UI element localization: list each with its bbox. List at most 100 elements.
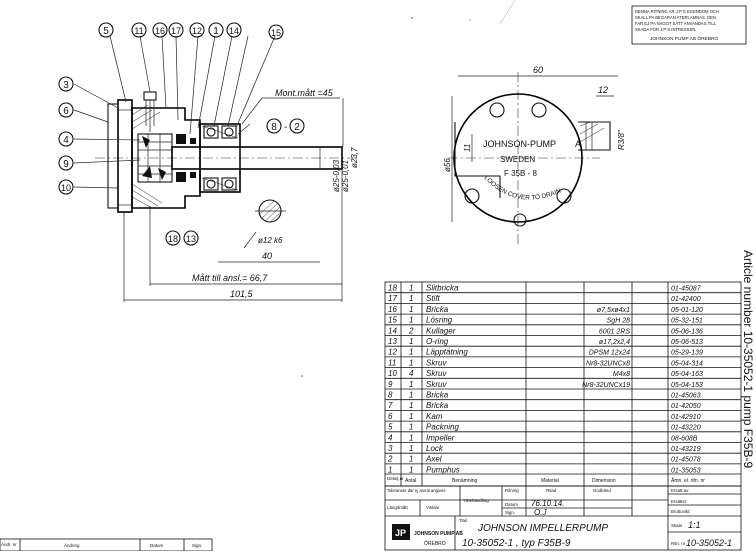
balloon-4: 4: [58, 131, 74, 147]
dim-matt-anslut: Mått till ansl.= 66,7: [192, 273, 268, 283]
part-pos: 6: [388, 412, 393, 421]
ball-bearings: [201, 125, 239, 191]
part-qty: 1: [409, 294, 413, 303]
dim-shaft-dia-b: ø25-0,01: [341, 160, 350, 192]
balloon-17: 17: [168, 22, 184, 38]
front-view: JOHNSON-PUMP A SWEDEN F 35B - 8 LOOSEN C…: [443, 65, 626, 246]
section-view: [95, 91, 360, 223]
part-pos: 12: [388, 348, 397, 357]
header-benamning: Benämning: [452, 478, 478, 484]
part-qty: 1: [409, 316, 413, 325]
part-order: 01-45063: [671, 393, 701, 400]
housing-hatch: [131, 104, 163, 209]
part-name: Skruv: [426, 369, 447, 378]
part-name: Pumphus: [426, 465, 460, 474]
ritning-label: Ritning: [505, 488, 519, 493]
dim-sixty: 60: [533, 65, 543, 75]
svg-text:1: 1: [213, 26, 219, 37]
part-pos: 8: [388, 391, 393, 400]
drawing-title-1: JOHNSON IMPELLERPUMP: [477, 523, 608, 534]
svg-text:15: 15: [271, 28, 281, 38]
section-dimensions: Mont.mått =45 ø25-0,03 ø25-0,01 ø23,7 ø1…: [123, 88, 359, 302]
ersatt-label: Ersatt av:: [671, 488, 690, 493]
part-qty: 1: [409, 412, 413, 421]
ritad-label: Ritad: [546, 488, 557, 493]
brutto-label: Bruttovikt:: [671, 509, 691, 514]
part-order: 01-42910: [671, 414, 701, 421]
svg-text:14: 14: [229, 26, 239, 36]
svg-text:11: 11: [134, 26, 143, 36]
rev-datum: Datum: [150, 543, 164, 548]
part-order: 01-45087: [671, 286, 702, 293]
part-qty: 1: [409, 444, 413, 453]
dim-shaft-dia-a: ø25-0,03: [332, 159, 341, 192]
rev-andring: Ändring: [64, 542, 80, 548]
part-pos: 9: [388, 380, 393, 389]
part-order: 05-04-153: [671, 382, 703, 389]
side-article-text: Article number 10-35052-1 pump F35B-9: [741, 250, 755, 468]
dim-mont-matt: Mont.mått =45: [275, 88, 334, 98]
part-qty: 1: [409, 455, 413, 464]
part-order: 01-43219: [671, 446, 701, 453]
part-name: Bricka: [426, 401, 449, 410]
part-order: 01-45078: [671, 457, 701, 464]
part-order: 01-42400: [671, 296, 701, 303]
ytbeh-label: Ytbehandling: [463, 498, 489, 503]
dim-eleven: 11: [463, 144, 472, 152]
ritn-label: Ritn. nr: [671, 541, 686, 546]
part-qty: 2: [408, 326, 414, 335]
part-pos: 2: [387, 455, 393, 464]
part-pos: 5: [388, 423, 393, 432]
title-block: Toleranser där ej annat angives Längdmåt…: [384, 485, 742, 551]
svg-text:17: 17: [171, 26, 181, 36]
part-pos: 3: [388, 444, 393, 453]
scan-artifacts: [301, 0, 516, 377]
balloon-1: 1: [208, 22, 224, 38]
header-ammne: Ämn. el. ritn. nr: [671, 477, 705, 484]
part-name: Packning: [426, 423, 459, 432]
svg-text:5: 5: [103, 26, 109, 37]
part-name: Läpptätning: [426, 348, 468, 357]
parts-row: 2 1 Axel 01-45078: [387, 455, 701, 464]
part-order: 05-04-163: [671, 371, 703, 378]
datum-value: 76.10.14.: [531, 499, 564, 508]
screw-head: [143, 91, 157, 101]
part-pos: 13: [388, 337, 397, 346]
skala-label: Skala: [671, 523, 683, 528]
part-pos: 4: [388, 433, 393, 442]
balloon-18: 18: [165, 230, 181, 246]
part-pos: 16: [388, 305, 397, 314]
part-order: 05-06-136: [671, 328, 703, 335]
part-pos: 14: [388, 326, 397, 335]
balloon-16: 16: [152, 22, 168, 38]
logo-city: ÖREBRO: [424, 540, 446, 547]
langd-label: Längdmått: [387, 505, 409, 510]
housing-flange: [117, 99, 133, 213]
svg-text:8: 8: [271, 122, 277, 133]
svg-text:3: 3: [63, 80, 69, 91]
part-name: Skruv: [426, 358, 447, 367]
part-name: Axel: [425, 455, 442, 464]
svg-text:JOHNSON PUMP AB ÖREBRO: JOHNSON PUMP AB ÖREBRO: [650, 35, 718, 42]
svg-text:9: 9: [63, 159, 69, 170]
header-antal: Antal: [405, 478, 416, 484]
part-qty: 1: [409, 401, 413, 410]
skala-value: 1:1: [688, 520, 701, 530]
svg-text:-: -: [284, 122, 287, 133]
part-name: Slitbricka: [426, 284, 459, 293]
plate-country: SWEDEN: [500, 155, 535, 164]
pump-cover-outline: [453, 93, 583, 223]
part-spec: ø17,2x2,4: [599, 339, 630, 346]
